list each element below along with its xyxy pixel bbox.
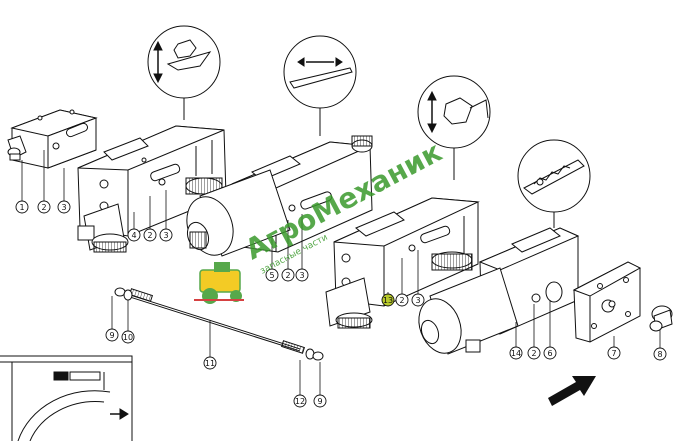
callout-c12: 12 (293, 394, 307, 408)
callout-circle (313, 394, 327, 408)
callout-c8: 8 (653, 347, 667, 361)
nut-left (114, 287, 126, 297)
callout-circle (37, 200, 51, 214)
callout-circle (265, 268, 279, 282)
callout-c9a: 9 (105, 328, 119, 342)
detail-bubble-4 (517, 139, 591, 228)
callout-number: 12 (295, 397, 305, 406)
callout-c2b: 2 (143, 228, 157, 242)
callout-c9b: 9 (313, 394, 327, 408)
callout-number: 3 (61, 203, 66, 212)
callout-c3d: 3 (411, 293, 425, 307)
callout-number: 7 (611, 349, 616, 358)
callout-c5: 5 (265, 268, 279, 282)
callout-circle (127, 228, 141, 242)
callout-number: 6 (547, 349, 552, 358)
callout-number: 14 (511, 349, 521, 358)
direction-arrow-icon (548, 376, 596, 406)
callout-c6: 6 (543, 346, 557, 360)
callout-c2e: 2 (527, 346, 541, 360)
part-end-plate (572, 261, 642, 343)
callout-number: 9 (317, 397, 322, 406)
callout-circle (395, 293, 409, 307)
callout-number: 2 (531, 349, 536, 358)
part-solenoid-section (186, 135, 373, 257)
callout-number: 1 (19, 203, 24, 212)
callout-c4: 4 (127, 228, 141, 242)
callout-c2c: 2 (281, 268, 295, 282)
detail-bubble-3 (417, 75, 491, 180)
callout-circle (15, 200, 29, 214)
detail-bubble-1 (147, 25, 221, 120)
callout-c13: 13 (381, 293, 395, 307)
callout-c3a: 3 (57, 200, 71, 214)
callout-number: 2 (285, 271, 290, 280)
callout-c14: 14 (509, 346, 523, 360)
part-tie-rod (114, 287, 324, 361)
callout-number: 4 (131, 231, 136, 240)
callout-number: 10 (123, 333, 133, 342)
callout-circle (203, 356, 217, 370)
part-end-block (7, 109, 98, 169)
callout-number: 5 (269, 271, 274, 280)
callout-circle (543, 346, 557, 360)
inset-detail (0, 355, 133, 441)
callout-circle (143, 228, 157, 242)
callout-number: 13 (383, 296, 393, 305)
callout-circle (159, 228, 173, 242)
callout-number: 11 (205, 359, 215, 368)
callout-c7: 7 (607, 346, 621, 360)
callout-circle (105, 328, 119, 342)
callout-number: 2 (399, 296, 404, 305)
callout-number: 2 (41, 203, 46, 212)
callout-circle (281, 268, 295, 282)
callout-circle (295, 268, 309, 282)
callout-circle (607, 346, 621, 360)
callout-number: 3 (299, 271, 304, 280)
nut-right (312, 351, 324, 361)
callout-circle (381, 293, 395, 307)
tractor-icon (194, 262, 244, 304)
callout-number: 3 (163, 231, 168, 240)
washer-left (123, 289, 133, 301)
callout-c3c: 3 (295, 268, 309, 282)
part-plug-screw (649, 305, 673, 332)
callout-number: 9 (109, 331, 114, 340)
callout-circle (57, 200, 71, 214)
callout-c10: 10 (121, 330, 135, 344)
callout-number: 2 (147, 231, 152, 240)
callout-circle (509, 346, 523, 360)
callout-circle (527, 346, 541, 360)
callout-circle (653, 347, 667, 361)
callout-c2a: 2 (37, 200, 51, 214)
callout-c2d: 2 (395, 293, 409, 307)
callout-c11: 11 (203, 356, 217, 370)
part-end-solenoid (418, 227, 580, 355)
callout-c1: 1 (15, 200, 29, 214)
detail-bubble-2 (283, 35, 357, 136)
callout-number: 8 (657, 350, 662, 359)
part-valve-section-2 (325, 197, 480, 329)
callout-circle (121, 330, 135, 344)
callout-circle (293, 394, 307, 408)
callout-number: 3 (415, 296, 420, 305)
callout-c3b: 3 (159, 228, 173, 242)
callout-circle (411, 293, 425, 307)
leader-lines (21, 150, 661, 395)
